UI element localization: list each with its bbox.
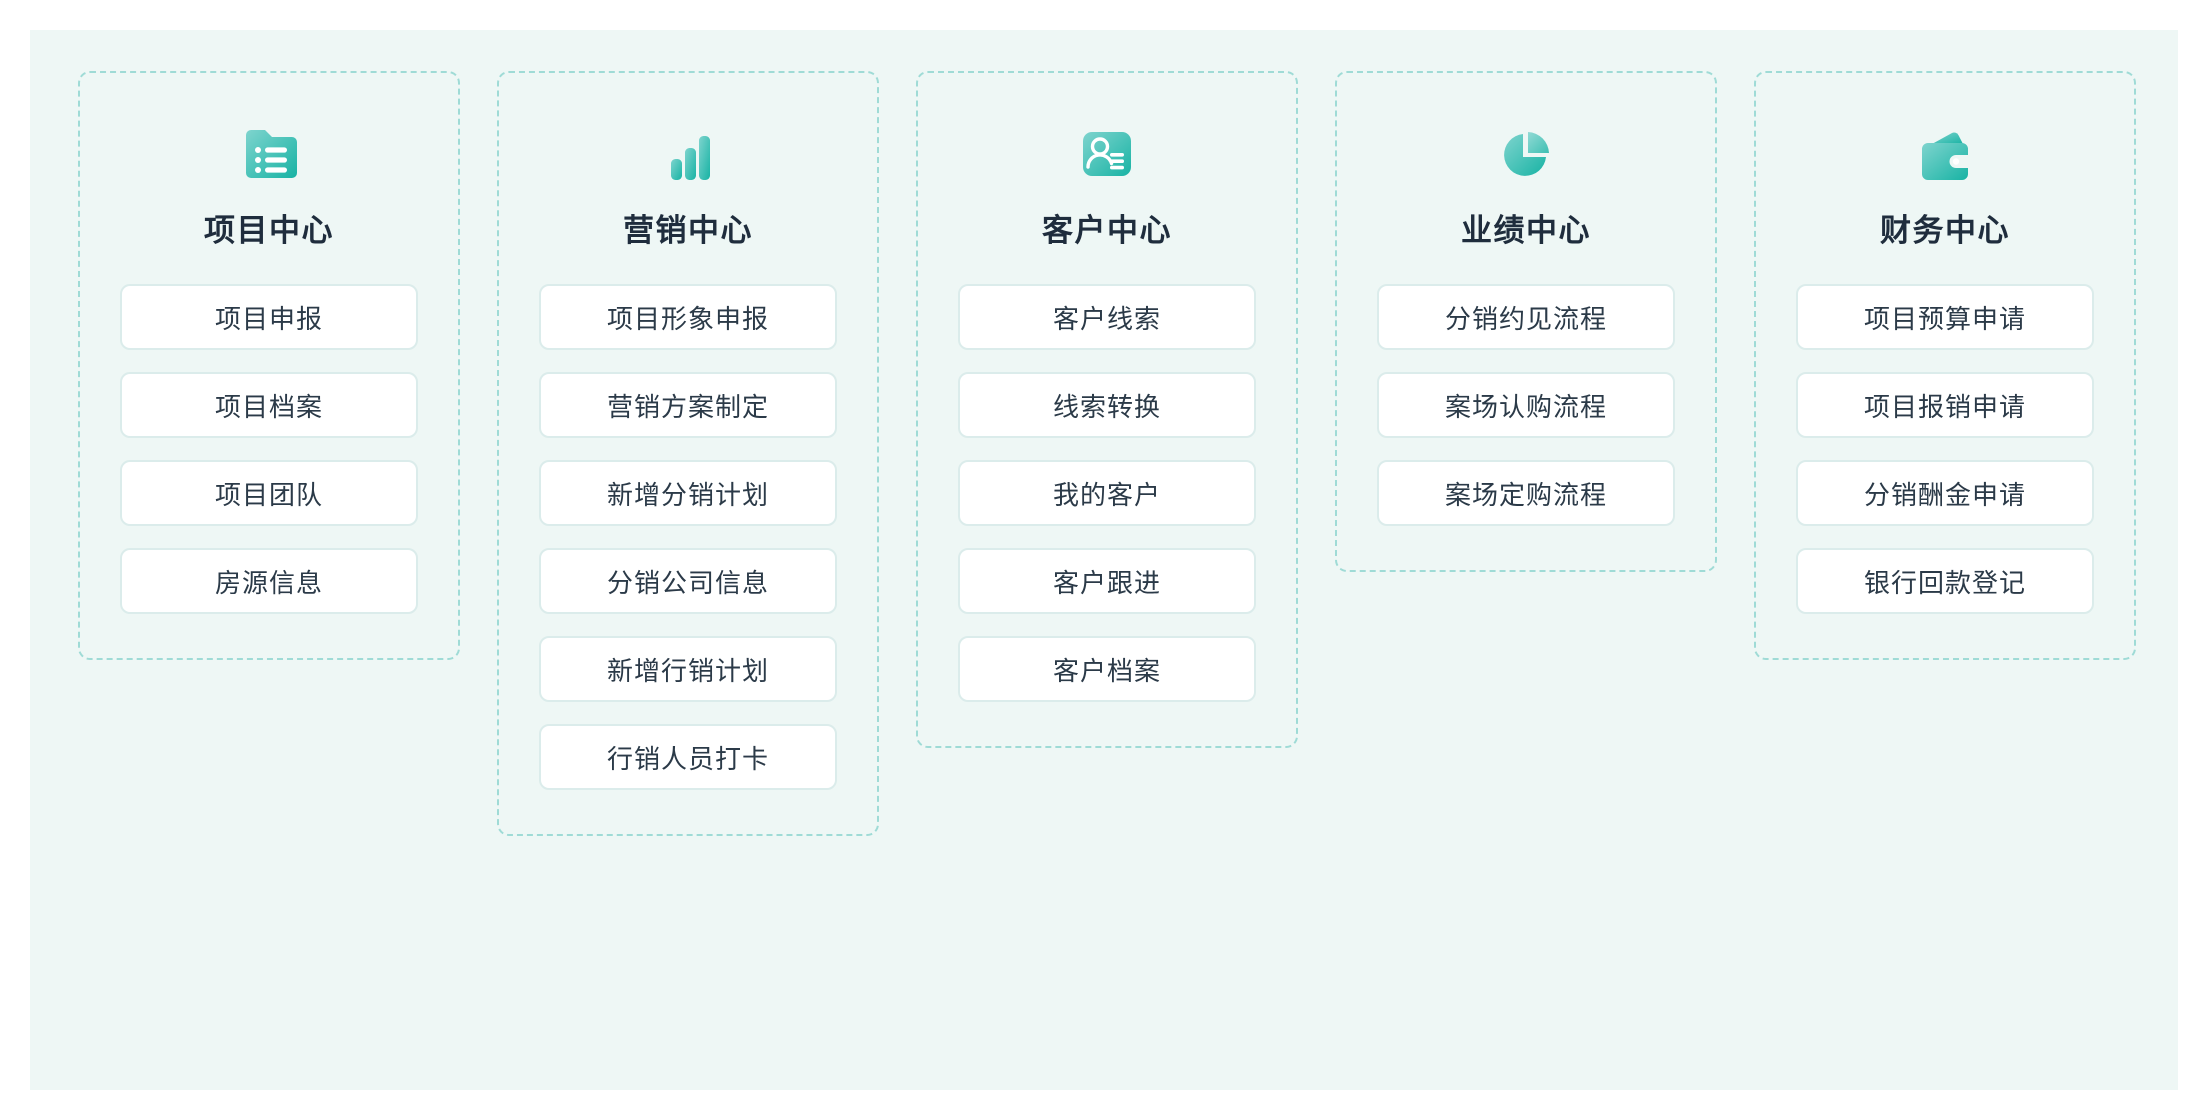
module-item-button[interactable]: 分销酬金申请 [1796, 460, 2094, 526]
module-item-button[interactable]: 新增分销计划 [539, 460, 837, 526]
module-item-button[interactable]: 银行回款登记 [1796, 548, 2094, 614]
module-item-button[interactable]: 项目申报 [120, 284, 418, 350]
module-item-button[interactable]: 分销约见流程 [1377, 284, 1675, 350]
pie-chart-icon [1495, 123, 1557, 185]
module-group: 项目中心项目申报项目档案项目团队房源信息 [78, 71, 460, 660]
module-item-button[interactable]: 项目预算申请 [1796, 284, 2094, 350]
module-item-list: 项目形象申报营销方案制定新增分销计划分销公司信息新增行销计划行销人员打卡 [539, 284, 837, 790]
module-item-button[interactable]: 项目形象申报 [539, 284, 837, 350]
module-item-list: 项目预算申请项目报销申请分销酬金申请银行回款登记 [1796, 284, 2094, 614]
module-item-button[interactable]: 项目档案 [120, 372, 418, 438]
module-overview-panel: 项目中心项目申报项目档案项目团队房源信息营销中心项目形象申报营销方案制定新增分销… [30, 30, 2178, 1090]
module-group-columns: 项目中心项目申报项目档案项目团队房源信息营销中心项目形象申报营销方案制定新增分销… [30, 30, 2178, 1090]
module-group-title: 财务中心 [1880, 213, 2010, 248]
module-item-button[interactable]: 项目团队 [120, 460, 418, 526]
module-item-button[interactable]: 行销人员打卡 [539, 724, 837, 790]
module-item-button[interactable]: 新增行销计划 [539, 636, 837, 702]
module-group-title: 项目中心 [204, 213, 334, 248]
module-group-title: 客户中心 [1042, 213, 1172, 248]
module-group: 营销中心项目形象申报营销方案制定新增分销计划分销公司信息新增行销计划行销人员打卡 [497, 71, 879, 836]
module-item-button[interactable]: 营销方案制定 [539, 372, 837, 438]
module-item-button[interactable]: 线索转换 [958, 372, 1256, 438]
module-item-button[interactable]: 房源信息 [120, 548, 418, 614]
module-item-button[interactable]: 客户档案 [958, 636, 1256, 702]
module-item-button[interactable]: 我的客户 [958, 460, 1256, 526]
module-group: 财务中心项目预算申请项目报销申请分销酬金申请银行回款登记 [1754, 71, 2136, 660]
bar-chart-icon [657, 123, 719, 185]
contact-card-icon [1076, 123, 1138, 185]
module-item-button[interactable]: 客户线索 [958, 284, 1256, 350]
module-item-button[interactable]: 客户跟进 [958, 548, 1256, 614]
module-group: 业绩中心分销约见流程案场认购流程案场定购流程 [1335, 71, 1717, 572]
module-item-list: 项目申报项目档案项目团队房源信息 [120, 284, 418, 614]
wallet-icon [1914, 123, 1976, 185]
folder-list-icon [238, 123, 300, 185]
module-item-list: 分销约见流程案场认购流程案场定购流程 [1377, 284, 1675, 526]
module-group-title: 营销中心 [623, 213, 753, 248]
module-item-button[interactable]: 案场认购流程 [1377, 372, 1675, 438]
module-item-button[interactable]: 分销公司信息 [539, 548, 837, 614]
module-group: 客户中心客户线索线索转换我的客户客户跟进客户档案 [916, 71, 1298, 748]
module-item-list: 客户线索线索转换我的客户客户跟进客户档案 [958, 284, 1256, 702]
module-item-button[interactable]: 案场定购流程 [1377, 460, 1675, 526]
module-item-button[interactable]: 项目报销申请 [1796, 372, 2094, 438]
module-group-title: 业绩中心 [1461, 213, 1591, 248]
